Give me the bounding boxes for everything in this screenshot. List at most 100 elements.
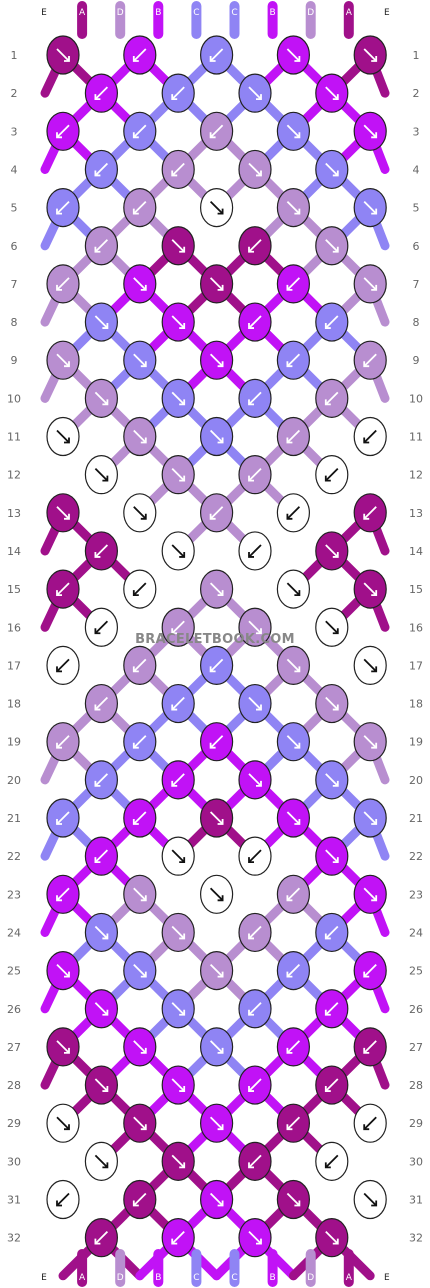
knot-arrow-shaft xyxy=(56,1192,70,1207)
row-number-left: 9 xyxy=(11,354,18,367)
knot-arrow-head xyxy=(371,132,378,139)
knot-arrow-shaft xyxy=(171,162,185,177)
knot-arrow-head xyxy=(132,208,139,215)
knot-arrow-shaft xyxy=(94,468,109,482)
knot-arrow-shaft xyxy=(248,620,262,634)
row-number-left: 24 xyxy=(7,926,21,939)
knot xyxy=(238,607,272,647)
string-label-top: C xyxy=(231,8,237,18)
knot-arrow-shaft xyxy=(171,773,185,787)
knot-arrow-head xyxy=(56,208,62,215)
knot-arrow-head xyxy=(179,399,186,406)
knot-arrow-head xyxy=(102,1086,109,1092)
knot-arrow-shaft xyxy=(94,849,109,863)
knot-arrow-shaft xyxy=(94,1002,109,1016)
knot-arrow-shaft xyxy=(209,1192,224,1207)
knot xyxy=(84,1141,119,1181)
row-number-right: 12 xyxy=(409,469,423,482)
knot-arrow-head xyxy=(332,628,339,635)
knot-arrow-shaft xyxy=(94,1231,109,1245)
knot xyxy=(46,798,80,838)
row-number-right: 20 xyxy=(409,774,423,787)
knot xyxy=(353,35,387,75)
knot-arrow-head xyxy=(94,857,101,864)
knot-arrow-head xyxy=(209,513,216,520)
knot xyxy=(46,874,80,914)
knot xyxy=(276,722,310,762)
row-number-left: 6 xyxy=(11,240,18,253)
knot-arrow-head xyxy=(102,933,109,940)
knot-arrow-head xyxy=(248,1086,254,1092)
knot-arrow-shaft xyxy=(133,1116,147,1130)
knot xyxy=(123,874,157,914)
row-number-left: 15 xyxy=(7,583,21,596)
knot xyxy=(200,950,234,991)
string-label-top: A xyxy=(79,8,86,18)
knot xyxy=(46,340,80,380)
knot xyxy=(315,226,349,266)
knot xyxy=(238,1218,272,1258)
knot-arrow-head xyxy=(140,971,147,978)
knot-arrow-shaft xyxy=(363,811,377,825)
knot-arrow-head xyxy=(56,895,62,902)
knot-arrow-shaft xyxy=(286,506,301,520)
knot-arrow-shaft xyxy=(325,86,339,100)
knot xyxy=(276,35,310,75)
string-label-bottom: E xyxy=(41,1273,47,1283)
knot xyxy=(276,874,310,914)
knot-arrow-shaft xyxy=(56,1040,70,1054)
knot-arrow-shaft xyxy=(133,200,147,215)
knot-arrow-shaft xyxy=(56,887,70,901)
row-number-left: 18 xyxy=(7,698,21,711)
row-number-right: 9 xyxy=(413,354,420,367)
row-number-left: 25 xyxy=(7,965,21,978)
knot-arrow-shaft xyxy=(171,544,185,558)
row-number-right: 6 xyxy=(413,240,420,253)
knot-arrow-head xyxy=(171,780,178,787)
knot xyxy=(84,531,119,571)
knot xyxy=(276,111,310,151)
knot-arrow-head xyxy=(294,666,301,673)
row-number-right: 21 xyxy=(409,812,423,825)
row-number-right: 2 xyxy=(413,87,420,100)
knot-arrow-shaft xyxy=(286,277,301,291)
knot xyxy=(353,722,387,762)
knot-arrow-shaft xyxy=(325,468,339,482)
knot-arrow-shaft xyxy=(133,124,147,138)
knot-arrow-shaft xyxy=(363,124,377,138)
row-number-left: 31 xyxy=(7,1194,21,1207)
knot-arrow-head xyxy=(248,1009,254,1016)
knot-arrow-shaft xyxy=(171,1002,185,1016)
knot-arrow-shaft xyxy=(133,48,147,62)
knot-arrow-shaft xyxy=(248,925,262,940)
knot-arrow-head xyxy=(94,551,101,558)
knot xyxy=(123,340,157,380)
knot-arrow-shaft xyxy=(209,658,224,673)
row-number-left: 11 xyxy=(7,431,21,444)
knot xyxy=(84,912,119,953)
knot-arrow-shaft xyxy=(94,773,109,787)
knot-arrow-head xyxy=(324,399,331,406)
knot-arrow-head xyxy=(179,933,186,940)
knot-arrow-shaft xyxy=(56,811,70,825)
knot xyxy=(161,1065,195,1105)
row-number-left: 8 xyxy=(11,316,18,329)
row-number-left: 7 xyxy=(11,278,18,291)
row-number-left: 2 xyxy=(11,87,18,100)
knot-arrow-shaft xyxy=(325,315,339,329)
knot-arrow-head xyxy=(371,742,378,749)
knot-arrow-head xyxy=(94,246,101,253)
string-label-bottom: C xyxy=(193,1273,199,1283)
knot xyxy=(315,836,349,876)
knot xyxy=(84,1065,119,1105)
knot-arrow-head xyxy=(332,780,339,787)
knot-arrow-head xyxy=(286,284,293,291)
knot-arrow-head xyxy=(94,170,101,177)
row-number-right: 13 xyxy=(409,507,423,520)
knot-arrow-head xyxy=(64,513,70,520)
knot-arrow-shaft xyxy=(363,353,377,367)
row-number-right: 31 xyxy=(409,1194,423,1207)
knot xyxy=(46,645,80,686)
knot-arrow-shaft xyxy=(325,1002,339,1016)
